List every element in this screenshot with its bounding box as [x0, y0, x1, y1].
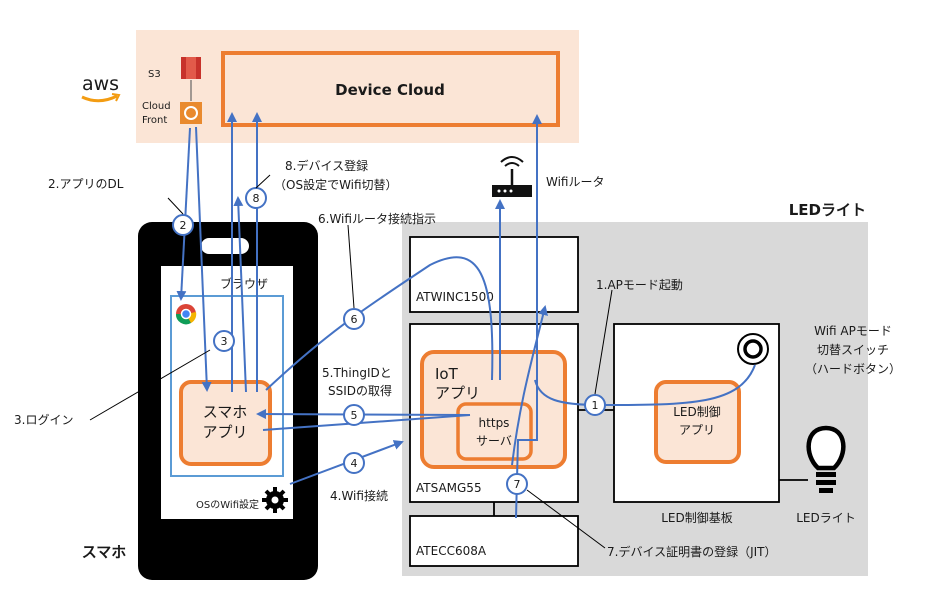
step-label-8b: （OS設定でWifi切替）: [274, 177, 398, 192]
led-board-label: LED制御基板: [661, 510, 733, 525]
svg-text:8: 8: [253, 192, 260, 205]
svg-text:2: 2: [180, 219, 187, 232]
leader-lines: [89, 174, 613, 549]
step-label-1: 1.APモード起動: [596, 278, 683, 292]
phone-app-label-2: アプリ: [202, 423, 247, 441]
switch-label-3: （ハードボタン）: [805, 362, 901, 376]
step-badge-4: 4: [343, 452, 365, 474]
router-label: Wifiルータ: [546, 175, 605, 189]
step-label-3: 3.ログイン: [14, 413, 73, 427]
gear-icon: [262, 487, 288, 513]
atwinc-box: [409, 236, 579, 313]
iot-app-label-1: IoT: [435, 365, 459, 383]
step-badge-1: 1: [584, 394, 606, 416]
step-label-8a: 8.デバイス登録: [285, 158, 368, 173]
step-badges: 1 2 3 4 5 6 7 8: [172, 187, 606, 495]
iot-app-label-2: アプリ: [435, 384, 480, 402]
svg-text:1: 1: [592, 399, 599, 412]
step-label-4: 4.Wifi接続: [330, 488, 388, 503]
step-label-5a: 5.ThingIDと: [322, 366, 392, 380]
led-app-box: [654, 380, 741, 464]
svg-text:3: 3: [221, 335, 228, 348]
wifi-setting-label: OSのWifi設定: [196, 498, 259, 511]
cloudfront-icon: [180, 102, 202, 124]
atsamg-label: ATSAMG55: [416, 481, 482, 495]
phone-speaker: [201, 238, 249, 254]
step-label-6: 6.Wifiルータ接続指示: [318, 211, 436, 226]
svg-text:4: 4: [351, 457, 358, 470]
atwinc-label: ATWINC1500: [416, 290, 494, 304]
switch-label-1: Wifi APモード: [814, 324, 892, 338]
atecc-label: ATECC608A: [416, 544, 487, 558]
step-label-2: 2.アプリのDL: [48, 177, 124, 191]
bulb-label: LEDライト: [796, 511, 856, 525]
chrome-icon: [175, 304, 197, 325]
s3-label: S3: [148, 69, 161, 80]
phone-caption: スマホ: [82, 543, 127, 561]
router-icon: [492, 156, 532, 197]
atecc-box: [409, 515, 579, 567]
browser-box: [170, 295, 284, 477]
step-badge-6: 6: [343, 308, 365, 330]
led-light-title: LEDライト: [789, 201, 866, 219]
https-server-label-2: サーバ: [476, 434, 512, 448]
s3-icon: [181, 57, 201, 79]
device-cloud-label: Device Cloud: [335, 81, 445, 99]
svg-text:5: 5: [351, 409, 358, 422]
step-badge-7: 7: [506, 473, 528, 495]
led-app-label-2: アプリ: [679, 423, 715, 437]
svg-text:6: 6: [351, 313, 358, 326]
phone-app-label-1: スマホ: [203, 403, 248, 421]
https-server-box: [456, 402, 533, 461]
phone-app-box: [179, 380, 272, 466]
step-badge-3: 3: [213, 330, 235, 352]
cloudfront-label-2: Front: [142, 115, 167, 126]
svg-text:7: 7: [514, 478, 521, 491]
led-app-label-1: LED制御: [673, 404, 721, 419]
aws-logo-icon: aws: [81, 73, 121, 103]
step-badge-2: 2: [172, 214, 194, 236]
step-badge-8: 8: [245, 187, 267, 209]
switch-label-2: 切替スイッチ: [817, 343, 889, 357]
cloudfront-label-1: Cloud: [142, 101, 171, 112]
bulb-icon: [806, 425, 846, 493]
browser-label: ブラウザ: [220, 276, 268, 291]
switch-icon: [737, 333, 769, 365]
step-label-7: 7.デバイス証明書の登録（JIT）: [607, 544, 777, 559]
svg-text:aws: aws: [82, 73, 119, 95]
step-badge-5: 5: [343, 404, 365, 426]
https-server-label-1: https: [479, 416, 510, 430]
step-label-5b: SSIDの取得: [328, 383, 392, 398]
device-cloud-box: [221, 51, 560, 127]
